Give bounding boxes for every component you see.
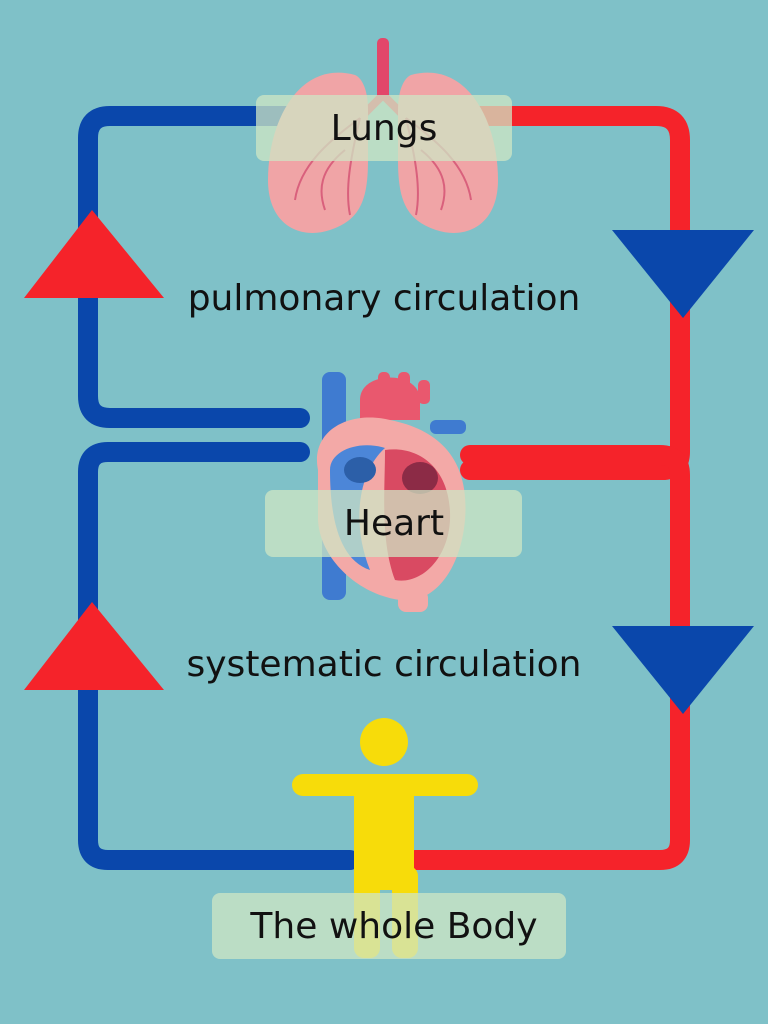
heart-label-box bbox=[265, 490, 522, 557]
down-triangle-arrow-icon bbox=[612, 626, 754, 714]
lungs-label-box bbox=[256, 95, 512, 161]
pulmonary-circulation-label: pulmonary circulation bbox=[188, 278, 581, 319]
down-triangle-arrow-icon bbox=[612, 230, 754, 318]
lungs-label: Lungs bbox=[331, 108, 438, 149]
body-label: The whole Body bbox=[249, 906, 537, 947]
up-triangle-arrow-icon bbox=[24, 602, 164, 690]
body-label-box bbox=[212, 893, 566, 959]
systemic-circulation-label: systematic circulation bbox=[187, 644, 582, 685]
heart-label: Heart bbox=[344, 503, 444, 544]
up-triangle-arrow-icon bbox=[24, 210, 164, 298]
